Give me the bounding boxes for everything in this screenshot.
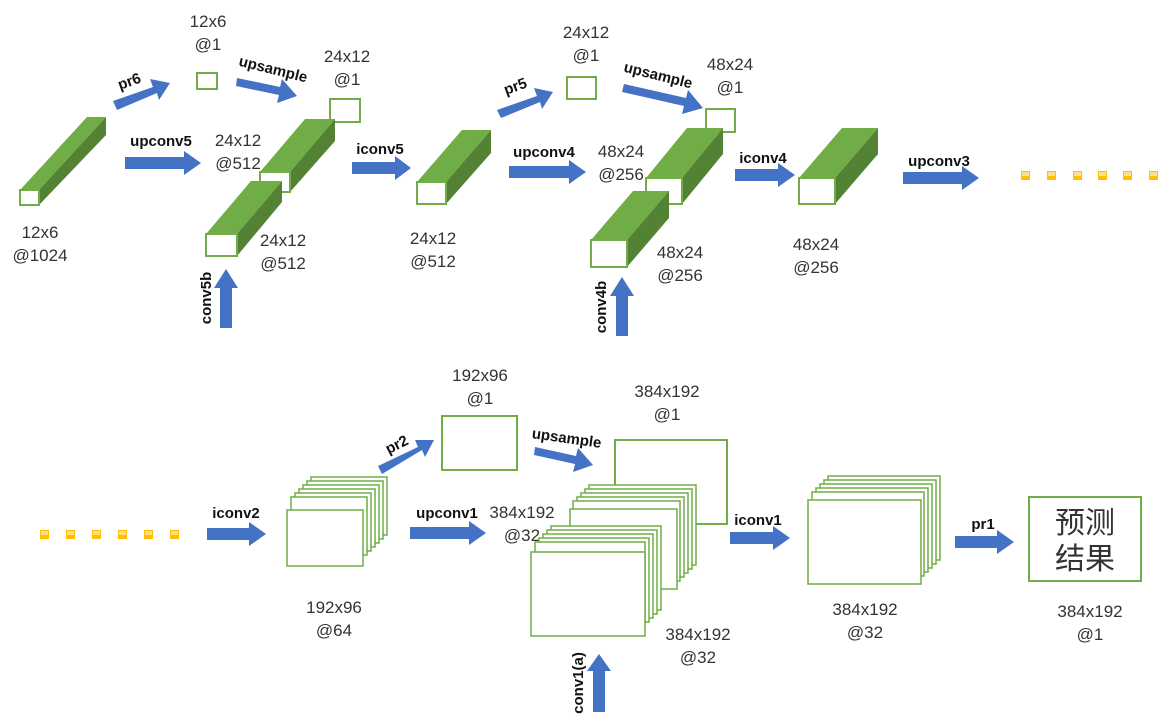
- block1-channels: @1024: [12, 246, 67, 265]
- feature-block-12x6-1024: [19, 117, 106, 206]
- upconv4-arrow: [509, 160, 586, 184]
- iconv2-channels: @64: [316, 621, 352, 640]
- pr5-arrow: [497, 88, 553, 118]
- pr6-dim: 12x6: [190, 12, 227, 31]
- up6-dim: 24x12: [324, 47, 370, 66]
- upconv5-dim: 24x12: [215, 131, 261, 150]
- up2-dim: 384x192: [634, 382, 699, 401]
- iconv4-dim: 48x24: [793, 235, 839, 254]
- upsample6-arrow: [236, 78, 297, 103]
- pr6-arrow: [113, 79, 170, 110]
- upconv1-channels: @32: [504, 526, 540, 545]
- conv5b-channels: @512: [260, 254, 306, 273]
- iconv4-arrow: [735, 163, 795, 187]
- pr1-arrow: [955, 530, 1014, 554]
- conv5b-dim: 24x12: [260, 231, 306, 250]
- iconv5-label: iconv5: [356, 141, 404, 158]
- upconv5-arrow: [125, 151, 201, 175]
- upconv1-label: upconv1: [416, 505, 478, 522]
- pr2-arrow: [378, 440, 434, 474]
- pr5-channels: @1: [573, 46, 600, 65]
- result-channels: @1: [1077, 625, 1104, 644]
- iconv4-block: [798, 128, 878, 205]
- up5-dim: 48x24: [707, 55, 753, 74]
- pr5-dim: 24x12: [563, 23, 609, 42]
- result-dim: 384x192: [1057, 602, 1122, 621]
- conv4b-dim: 48x24: [657, 243, 703, 262]
- iconv4-channels: @256: [793, 258, 839, 277]
- iconv5-channels: @512: [410, 252, 456, 271]
- iconv4-label: iconv4: [739, 150, 787, 167]
- pr6-channels: @1: [195, 35, 222, 54]
- conv4b-label: conv4b: [593, 281, 610, 334]
- pr1-label: pr1: [971, 516, 994, 533]
- upconv5-label: upconv5: [130, 133, 192, 150]
- prediction-result-line1: 预测: [1055, 506, 1115, 541]
- conv5b-label: conv5b: [198, 272, 215, 325]
- iconv1-channels: @32: [847, 623, 883, 642]
- upconv1-arrow: [410, 521, 486, 545]
- upconv4-label: upconv4: [513, 144, 575, 161]
- pr2-dim: 192x96: [452, 366, 508, 385]
- upsample2-arrow: [534, 447, 593, 472]
- iconv2-arrow: [207, 522, 266, 546]
- up2-channels: @1: [654, 405, 681, 424]
- up5-channels: @1: [717, 78, 744, 97]
- iconv5-dim: 24x12: [410, 229, 456, 248]
- pr5-output-box: [566, 76, 597, 100]
- continuation-dots-top: [1021, 171, 1158, 180]
- conv1a-label: conv1(a): [570, 652, 587, 714]
- iconv1-feature-stack: [807, 475, 941, 585]
- pr6-output-box: [196, 72, 218, 90]
- upsample6-output-box: [329, 98, 361, 123]
- iconv1-dim: 384x192: [832, 600, 897, 619]
- pr6-label: pr6: [116, 70, 144, 94]
- conv1a-channels: @32: [680, 648, 716, 667]
- conv1a-dim: 384x192: [665, 625, 730, 644]
- conv4b-arrow: [610, 277, 634, 336]
- upconv1-dim: 384x192: [489, 503, 554, 522]
- iconv2-feature-stack: [286, 476, 388, 567]
- block1-dim: 12x6: [22, 223, 59, 242]
- continuation-dots-bottom: [40, 530, 179, 539]
- iconv5-block: [416, 130, 491, 205]
- up6-channels: @1: [334, 70, 361, 89]
- iconv1-arrow: [730, 526, 790, 550]
- iconv1-label: iconv1: [734, 512, 782, 529]
- prediction-result-box: [1028, 496, 1142, 582]
- pr5-label: pr5: [502, 75, 530, 99]
- conv4b-block: [590, 191, 669, 268]
- conv1a-arrow: [587, 654, 611, 712]
- upsample5-arrow: [622, 84, 703, 114]
- conv1a-feature-stack: [530, 525, 662, 637]
- upconv3-arrow: [903, 166, 979, 190]
- conv4b-channels: @256: [657, 266, 703, 285]
- pr2-output-box: [441, 415, 518, 471]
- conv5b-block: [205, 181, 282, 257]
- upconv4-channels: @256: [598, 165, 644, 184]
- upsample2-label: upsample: [531, 425, 603, 452]
- iconv5-arrow: [352, 156, 411, 180]
- pr2-channels: @1: [467, 389, 494, 408]
- iconv2-label: iconv2: [212, 505, 260, 522]
- upconv4-dim: 48x24: [598, 142, 644, 161]
- prediction-result-line2: 结果: [1055, 542, 1115, 577]
- upconv3-label: upconv3: [908, 153, 970, 170]
- conv5b-arrow: [214, 269, 238, 328]
- upconv5-channels: @512: [215, 154, 261, 173]
- iconv2-dim: 192x96: [306, 598, 362, 617]
